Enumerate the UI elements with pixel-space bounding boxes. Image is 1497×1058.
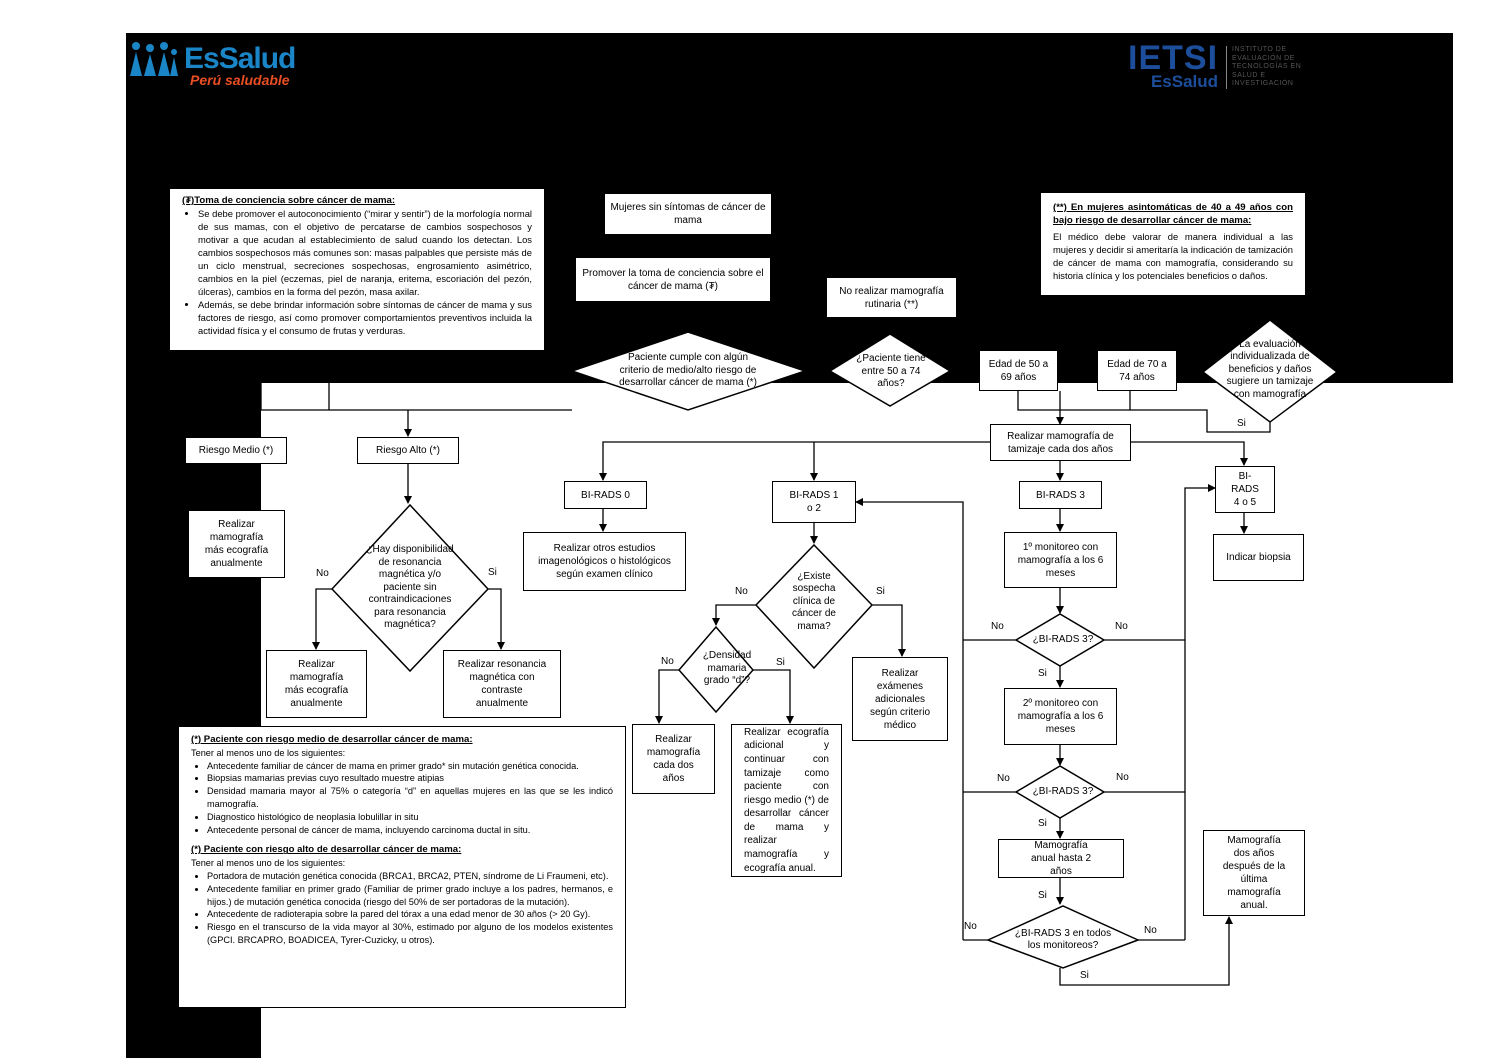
risk-high-box: Riesgo Alto (*) [357,437,459,464]
edge-label-no: No [1144,925,1157,936]
medium-risk-item: Antecedente familiar de cáncer de mama e… [207,760,613,773]
edge-label-yes: Si [776,657,785,668]
age-range-diamond [828,333,952,407]
mammo-2y-box: Realizar mamografía cada dos años [632,724,715,794]
birads-0-box: BI-RADS 0 [564,481,647,509]
birads3-all-diamond [986,905,1140,969]
essalud-logo: EsSalud Perú saludable [128,40,308,88]
ietsi-caption-line: INVESTIGACIÓN [1232,80,1294,87]
high-risk-item: Antecedente familiar en primer grado (Fa… [207,883,613,909]
edge-label-no: No [1115,621,1128,632]
edge-label-no: No [997,773,1010,784]
breast-density-diamond [678,625,754,714]
ietsi-caption-line: TECNOLOGÍAS EN [1232,63,1302,70]
mri-box: Realizar resonancia magnética con contra… [443,650,561,718]
awareness-note-title: (₮)Toma de conciencia sobre cáncer de ma… [182,195,396,206]
medium-risk-item: Antecedente personal de cáncer de mama, … [207,824,613,837]
other-studies-box: Realizar otros estudios imagenológicos o… [523,532,686,591]
high-risk-title: (*) Paciente con riesgo alto de desarrol… [191,844,462,856]
no-routine-mammo-box: No realizar mamografía rutinaria (**) [826,277,957,318]
start-box: Mujeres sin síntomas de cáncer de mama [604,193,772,235]
high-risk-item: Portadora de mutación genética conocida … [207,870,613,883]
essalud-wordmark: EsSalud [184,42,296,75]
individual-eval-diamond [1201,319,1339,423]
edge-label-yes: Si [488,567,497,578]
risk-medium-box: Riesgo Medio (*) [185,437,287,464]
edge-label-yes: Si [1080,970,1089,981]
family-icon [130,42,178,76]
screening-2y-box: Realizar mamografía de tamizaje cada dos… [990,424,1131,461]
ietsi-caption-line: EVALUACIÓN DE [1232,54,1295,62]
edge-label-yes: Si [876,586,885,597]
risk-criteria-diamond [569,331,808,411]
medium-risk-item: Diagnostico histológico de neoplasia lob… [207,811,613,824]
asymptomatic-note-title: (**) En mujeres asintomáticas de 40 a 49… [1053,202,1293,226]
breast-density-text: ¿Densidad mamaria grado “d”? [702,650,752,687]
mammo-eco-box-medium: Realizar mamografía más ecografía anualm… [188,510,285,578]
medium-risk-item: Biopsias mamarias previas cuyo resultado… [207,772,613,785]
edge-label-no: No [316,568,329,579]
annual-mammo-box: Mamografía anual hasta 2 años [998,839,1124,878]
ietsi-wordmark: IETSI [1128,39,1219,77]
mammo-eco-box-high: Realizar mamografía más ecografía anualm… [266,650,367,718]
medium-risk-item: Densidad mamaria mayor al 75% o categorí… [207,785,613,811]
medium-risk-intro: Tener al menos uno de los siguientes: [191,747,346,758]
mri-availability-text: ¿Hay disponibilidad de resonancia magnét… [366,544,454,631]
clinical-suspicion-text: ¿Existe sospecha clínica de cáncer de ma… [792,570,836,632]
ietsi-caption-line: SALUD E [1232,71,1266,79]
awareness-note-item: Además, se debe brindar información sobr… [198,298,532,337]
biopsy-box: Indicar biopsia [1213,534,1304,581]
birads3-second-text: ¿BI-RADS 3? [1032,785,1094,797]
awareness-note-item: Se debe promover el autoconocimiento (“m… [198,207,532,298]
edge-label-yes: Si [1237,418,1246,429]
second-monitor-box: 2º monitoreo con mamografía a los 6 mese… [1004,688,1117,745]
high-risk-item: Antecedente de radioterapia sobre la par… [207,908,613,921]
awareness-note: (₮)Toma de conciencia sobre cáncer de ma… [169,188,545,351]
asymptomatic-note-body: El médico debe valorar de manera individ… [1053,231,1293,281]
birads-4-5-box: BI-RADS 4 o 5 [1215,466,1275,513]
two-years-after-box: Mamografía dos años después de la última… [1203,830,1305,916]
birads3-first-text: ¿BI-RADS 3? [1032,633,1094,645]
edge-label-yes: Si [1038,818,1047,829]
age-70-74-box: Edad de 70 a 74 años [1097,350,1177,391]
first-monitor-box: 1º monitoreo con mamografía a los 6 mese… [1004,532,1117,588]
ietsi-logo: IETSI EsSalud INSTITUTO DE EVALUACIÓN DE… [1128,40,1328,90]
edge-label-no: No [964,921,977,932]
edge-label-no: No [991,621,1004,632]
edge-label-yes: Si [1038,668,1047,679]
birads3-all-text: ¿BI-RADS 3 en todos los monitoreos? [1014,927,1112,952]
medium-risk-title: (*) Paciente con riesgo medio de desarro… [191,734,473,745]
individual-eval-text: La evaluación individualizada de benefic… [1226,338,1314,400]
age-50-69-box: Edad de 50 a 69 años [979,350,1058,391]
mri-availability-diamond [330,503,490,673]
edge-label-no: No [735,586,748,597]
asymptomatic-note: (**) En mujeres asintomáticas de 40 a 49… [1040,192,1306,296]
risk-criteria-note: (*) Paciente con riesgo medio de desarro… [178,726,626,1008]
age-range-text: ¿Paciente tiene entre 50 a 74 años? [856,353,926,390]
edge-label-yes: Si [1038,890,1047,901]
birads-3-box: BI-RADS 3 [1019,481,1102,509]
essalud-tagline: Perú saludable [190,72,290,88]
birads3-second-diamond [1014,765,1106,819]
high-risk-item: Riesgo en el transcurso de la vida mayor… [207,921,613,947]
promote-awareness-box: Promover la toma de conciencia sobre el … [575,257,771,302]
eco-additional-box: Realizar ecografía adicional y continuar… [731,724,842,877]
birads-1-2-box: BI-RADS 1 o 2 [772,481,856,523]
ietsi-sub-wordmark: EsSalud [1150,72,1219,91]
high-risk-intro: Tener al menos uno de los siguientes: [191,858,346,869]
clinical-suspicion-diamond [754,543,874,670]
birads3-first-diamond [1014,613,1106,667]
risk-criteria-text: Paciente cumple con algún criterio de me… [619,352,757,389]
edge-label-no: No [661,656,674,667]
edge-label-no: No [1116,772,1129,783]
additional-exams-box: Realizar exámenes adicionales según crit… [852,657,948,741]
ietsi-caption-line: INSTITUTO DE [1232,46,1287,53]
